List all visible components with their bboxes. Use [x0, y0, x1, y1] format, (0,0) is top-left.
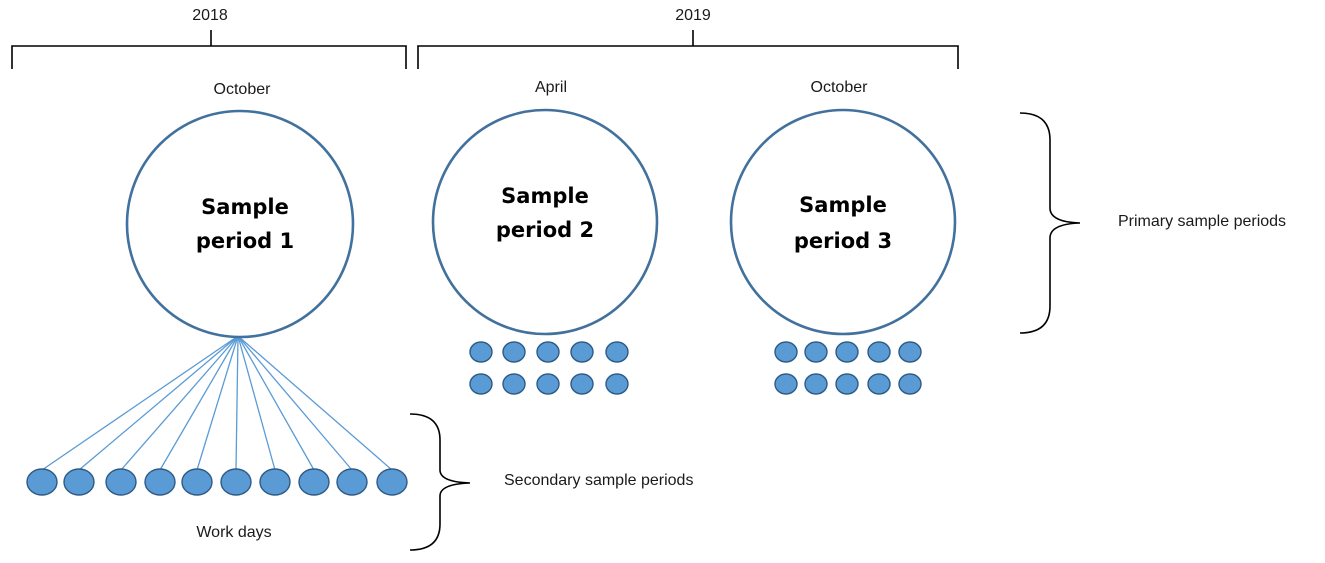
secondary-sample-dot [536, 373, 560, 395]
secondary-sample-dot [835, 373, 859, 395]
link-line [235, 335, 239, 471]
year-bracket-2018: 2018 [11, 7, 407, 69]
secondary-sample-periods-label: Secondary sample periods [504, 472, 693, 489]
secondary-dots-period-2 [469, 341, 629, 395]
work-day-dot [105, 468, 137, 496]
sample-period-1-circle [125, 109, 355, 339]
year-label-2018: 2018 [192, 7, 228, 24]
link-line [237, 335, 315, 471]
secondary-sample-dot [774, 341, 798, 363]
link-line [237, 335, 276, 471]
secondary-sample-dot [502, 373, 526, 395]
secondary-dots-period-3 [774, 341, 922, 395]
work-day-dot [26, 468, 58, 496]
month-label-2: April [535, 79, 567, 96]
secondary-sample-dot [898, 341, 922, 363]
secondary-sample-dot [867, 373, 891, 395]
work-day-dot [144, 468, 176, 496]
link-line [237, 335, 353, 471]
work-day-dot [376, 468, 408, 496]
secondary-sample-dot [469, 341, 493, 363]
secondary-brace-shape [409, 413, 471, 551]
month-label-3: October [811, 79, 869, 96]
secondary-brace: Secondary sample periods [409, 413, 693, 551]
primary-brace-shape [1019, 112, 1081, 334]
work-day-dot [181, 468, 213, 496]
secondary-sample-dot [536, 341, 560, 363]
secondary-sample-dot [502, 341, 526, 363]
year-bracket-2019-shape [417, 30, 959, 69]
year-label-2019: 2019 [675, 7, 711, 24]
sample-period-1-label-line1: Sample [201, 195, 289, 219]
work-day-dot [259, 468, 291, 496]
link-line [120, 335, 239, 471]
secondary-sample-dot [898, 373, 922, 395]
secondary-sample-dot [804, 341, 828, 363]
secondary-sample-dot [570, 341, 594, 363]
year-bracket-2018-shape [11, 30, 407, 69]
sample-period-2-label-line2: period 2 [496, 218, 594, 242]
month-label-1: October [214, 81, 272, 98]
secondary-sample-dot [605, 373, 629, 395]
sample-period-1: Sample period 1 [125, 109, 355, 339]
primary-sample-periods-label: Primary sample periods [1118, 213, 1286, 230]
work-day-dot [336, 468, 368, 496]
link-line [196, 335, 239, 471]
link-line [78, 335, 239, 471]
secondary-sample-dot [774, 373, 798, 395]
sample-period-3-circle [729, 108, 957, 336]
secondary-sample-dot [605, 341, 629, 363]
secondary-sample-dot [867, 341, 891, 363]
link-line [159, 335, 239, 471]
work-days-label: Work days [196, 524, 271, 541]
secondary-sample-dot [469, 373, 493, 395]
work-day-dot [220, 468, 252, 496]
sample-period-3-label-line2: period 3 [794, 229, 892, 253]
secondary-dots-period-1 [26, 468, 408, 496]
sample-period-3: Sample period 3 [729, 108, 957, 336]
sample-period-1-label-line2: period 1 [196, 229, 294, 253]
primary-brace: Primary sample periods [1019, 112, 1286, 334]
work-day-dot [63, 468, 95, 496]
sample-period-3-label-line1: Sample [799, 193, 887, 217]
year-bracket-2019: 2019 [417, 7, 959, 69]
link-line [237, 335, 393, 471]
sample-period-2-label-line1: Sample [501, 184, 589, 208]
link-line [41, 335, 239, 471]
secondary-sample-dot [570, 373, 594, 395]
sample-period-2: Sample period 2 [431, 108, 659, 336]
secondary-sample-dot [835, 341, 859, 363]
work-day-dot [298, 468, 330, 496]
sample-period-2-circle [431, 108, 659, 336]
period-1-links [41, 335, 393, 471]
secondary-sample-dot [804, 373, 828, 395]
